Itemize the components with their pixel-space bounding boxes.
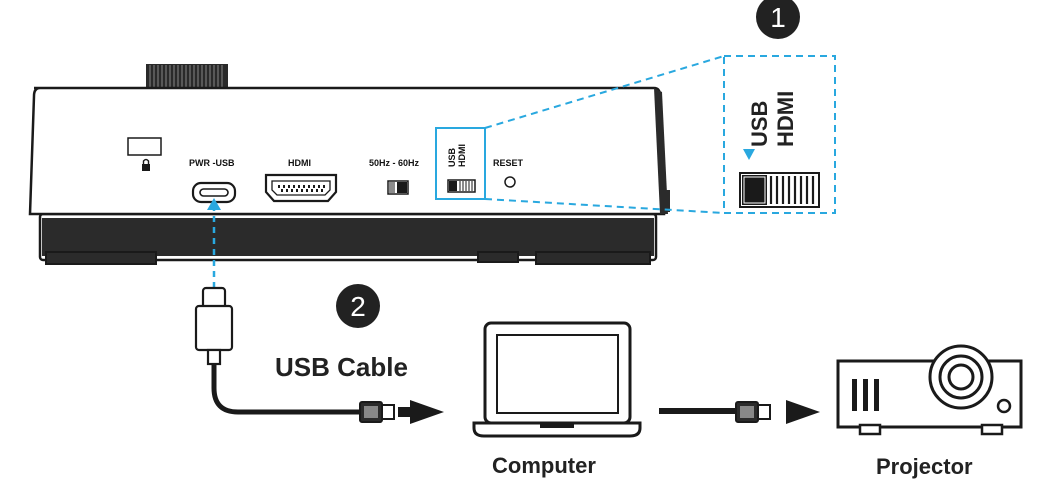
video-plug (735, 401, 771, 423)
projector-label: Projector (876, 454, 973, 479)
step-2-badge: 2 (336, 284, 380, 328)
usb-cable (211, 364, 362, 415)
kensington-lock-icon (127, 137, 162, 171)
step-2-number: 2 (350, 291, 366, 322)
usb-hdmi-switch[interactable] (447, 179, 476, 193)
projector-icon (836, 344, 1023, 436)
switch-highlight-box (435, 127, 486, 200)
insert-arrow-icon (207, 198, 221, 210)
switch-hdmi-label: HDMI (457, 144, 467, 167)
step-1-badge: 1 (756, 0, 800, 39)
device-knob (146, 64, 228, 88)
frequency-label: 50Hz - 60Hz (369, 158, 420, 168)
zoom-usb-label: USB (747, 101, 772, 147)
laptop-icon (472, 321, 642, 438)
reset-label: RESET (493, 158, 524, 168)
reset-button[interactable] (504, 176, 516, 188)
capture-device (28, 86, 670, 265)
arrow-to-projector-icon (786, 400, 820, 424)
usb-c-plug (194, 286, 234, 366)
usb-a-plug (359, 401, 395, 423)
pwr-usb-label: PWR -USB (189, 158, 235, 168)
zoomed-usb-hdmi-switch (739, 172, 820, 208)
zoom-hdmi-label: HDMI (773, 91, 798, 147)
step-1-number: 1 (770, 2, 786, 33)
switch-usb-label: USB (447, 147, 457, 167)
hdmi-label: HDMI (288, 158, 311, 168)
arrow-to-computer-icon (398, 400, 444, 424)
usb-position-arrow-icon (743, 149, 755, 160)
usb-cable-label: USB Cable (275, 352, 408, 382)
hdmi-port[interactable] (264, 173, 338, 203)
frequency-switch[interactable] (387, 180, 409, 195)
computer-label: Computer (492, 453, 596, 478)
